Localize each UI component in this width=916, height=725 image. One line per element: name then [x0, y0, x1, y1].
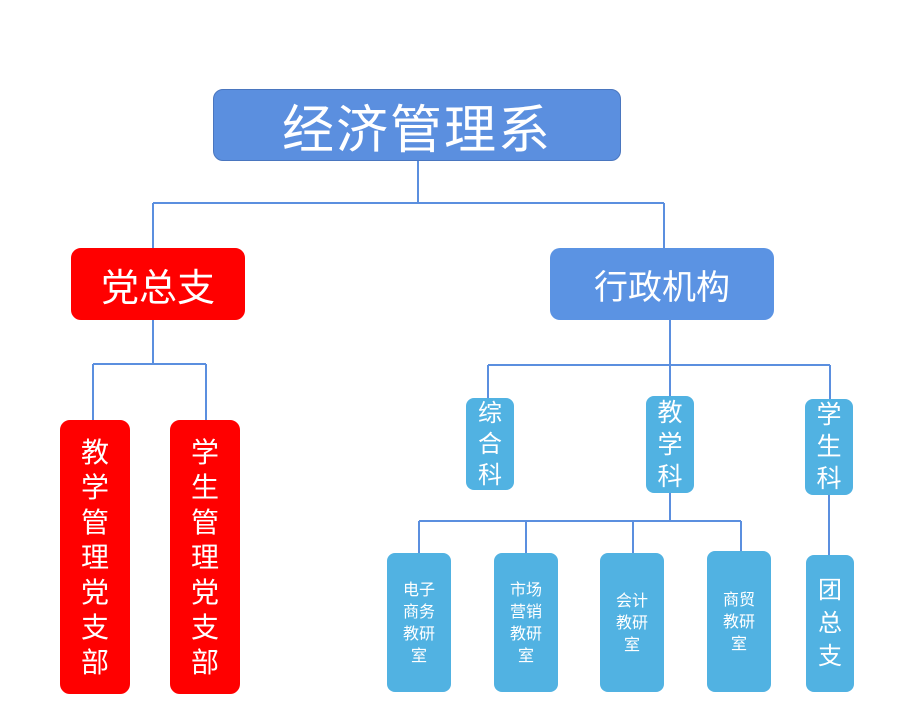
admin-label: 行政机构	[594, 267, 730, 308]
root-label: 经济管理系	[281, 100, 552, 161]
party-child-teaching-node: 教 学 管 理 党 支 部	[60, 420, 130, 694]
admin-node: 行政机构	[550, 248, 774, 320]
ecommerce-office-node: 电子 商务 教研 室	[387, 553, 451, 692]
student-section-label: 学 生 科	[816, 400, 842, 493]
ecommerce-office-label: 电子 商务 教研 室	[402, 579, 435, 665]
teaching-section-label: 教 学 科	[657, 397, 683, 491]
party-child-student-label: 学 生 管 理 党 支 部	[190, 435, 219, 679]
general-section-label: 综 合 科	[478, 398, 502, 489]
trade-office-node: 商贸 教研 室	[707, 551, 771, 692]
league-branch-label: 团 总 支	[818, 576, 842, 670]
teaching-section-node: 教 学 科	[646, 396, 694, 493]
general-section-node: 综 合 科	[466, 398, 514, 490]
trade-office-label: 商贸 教研 室	[722, 589, 755, 653]
marketing-office-label: 市场 营销 教研 室	[509, 579, 542, 665]
student-section-node: 学 生 科	[805, 399, 853, 495]
party-branch-node: 党总支	[71, 248, 245, 320]
accounting-office-label: 会计 教研 室	[615, 590, 648, 654]
party-child-student-node: 学 生 管 理 党 支 部	[170, 420, 240, 694]
marketing-office-node: 市场 营销 教研 室	[494, 553, 558, 692]
accounting-office-node: 会计 教研 室	[600, 553, 664, 692]
league-branch-node: 团 总 支	[806, 555, 854, 692]
party-branch-label: 党总支	[100, 265, 215, 310]
root-node: 经济管理系	[213, 89, 621, 161]
party-child-teaching-label: 教 学 管 理 党 支 部	[80, 435, 109, 679]
